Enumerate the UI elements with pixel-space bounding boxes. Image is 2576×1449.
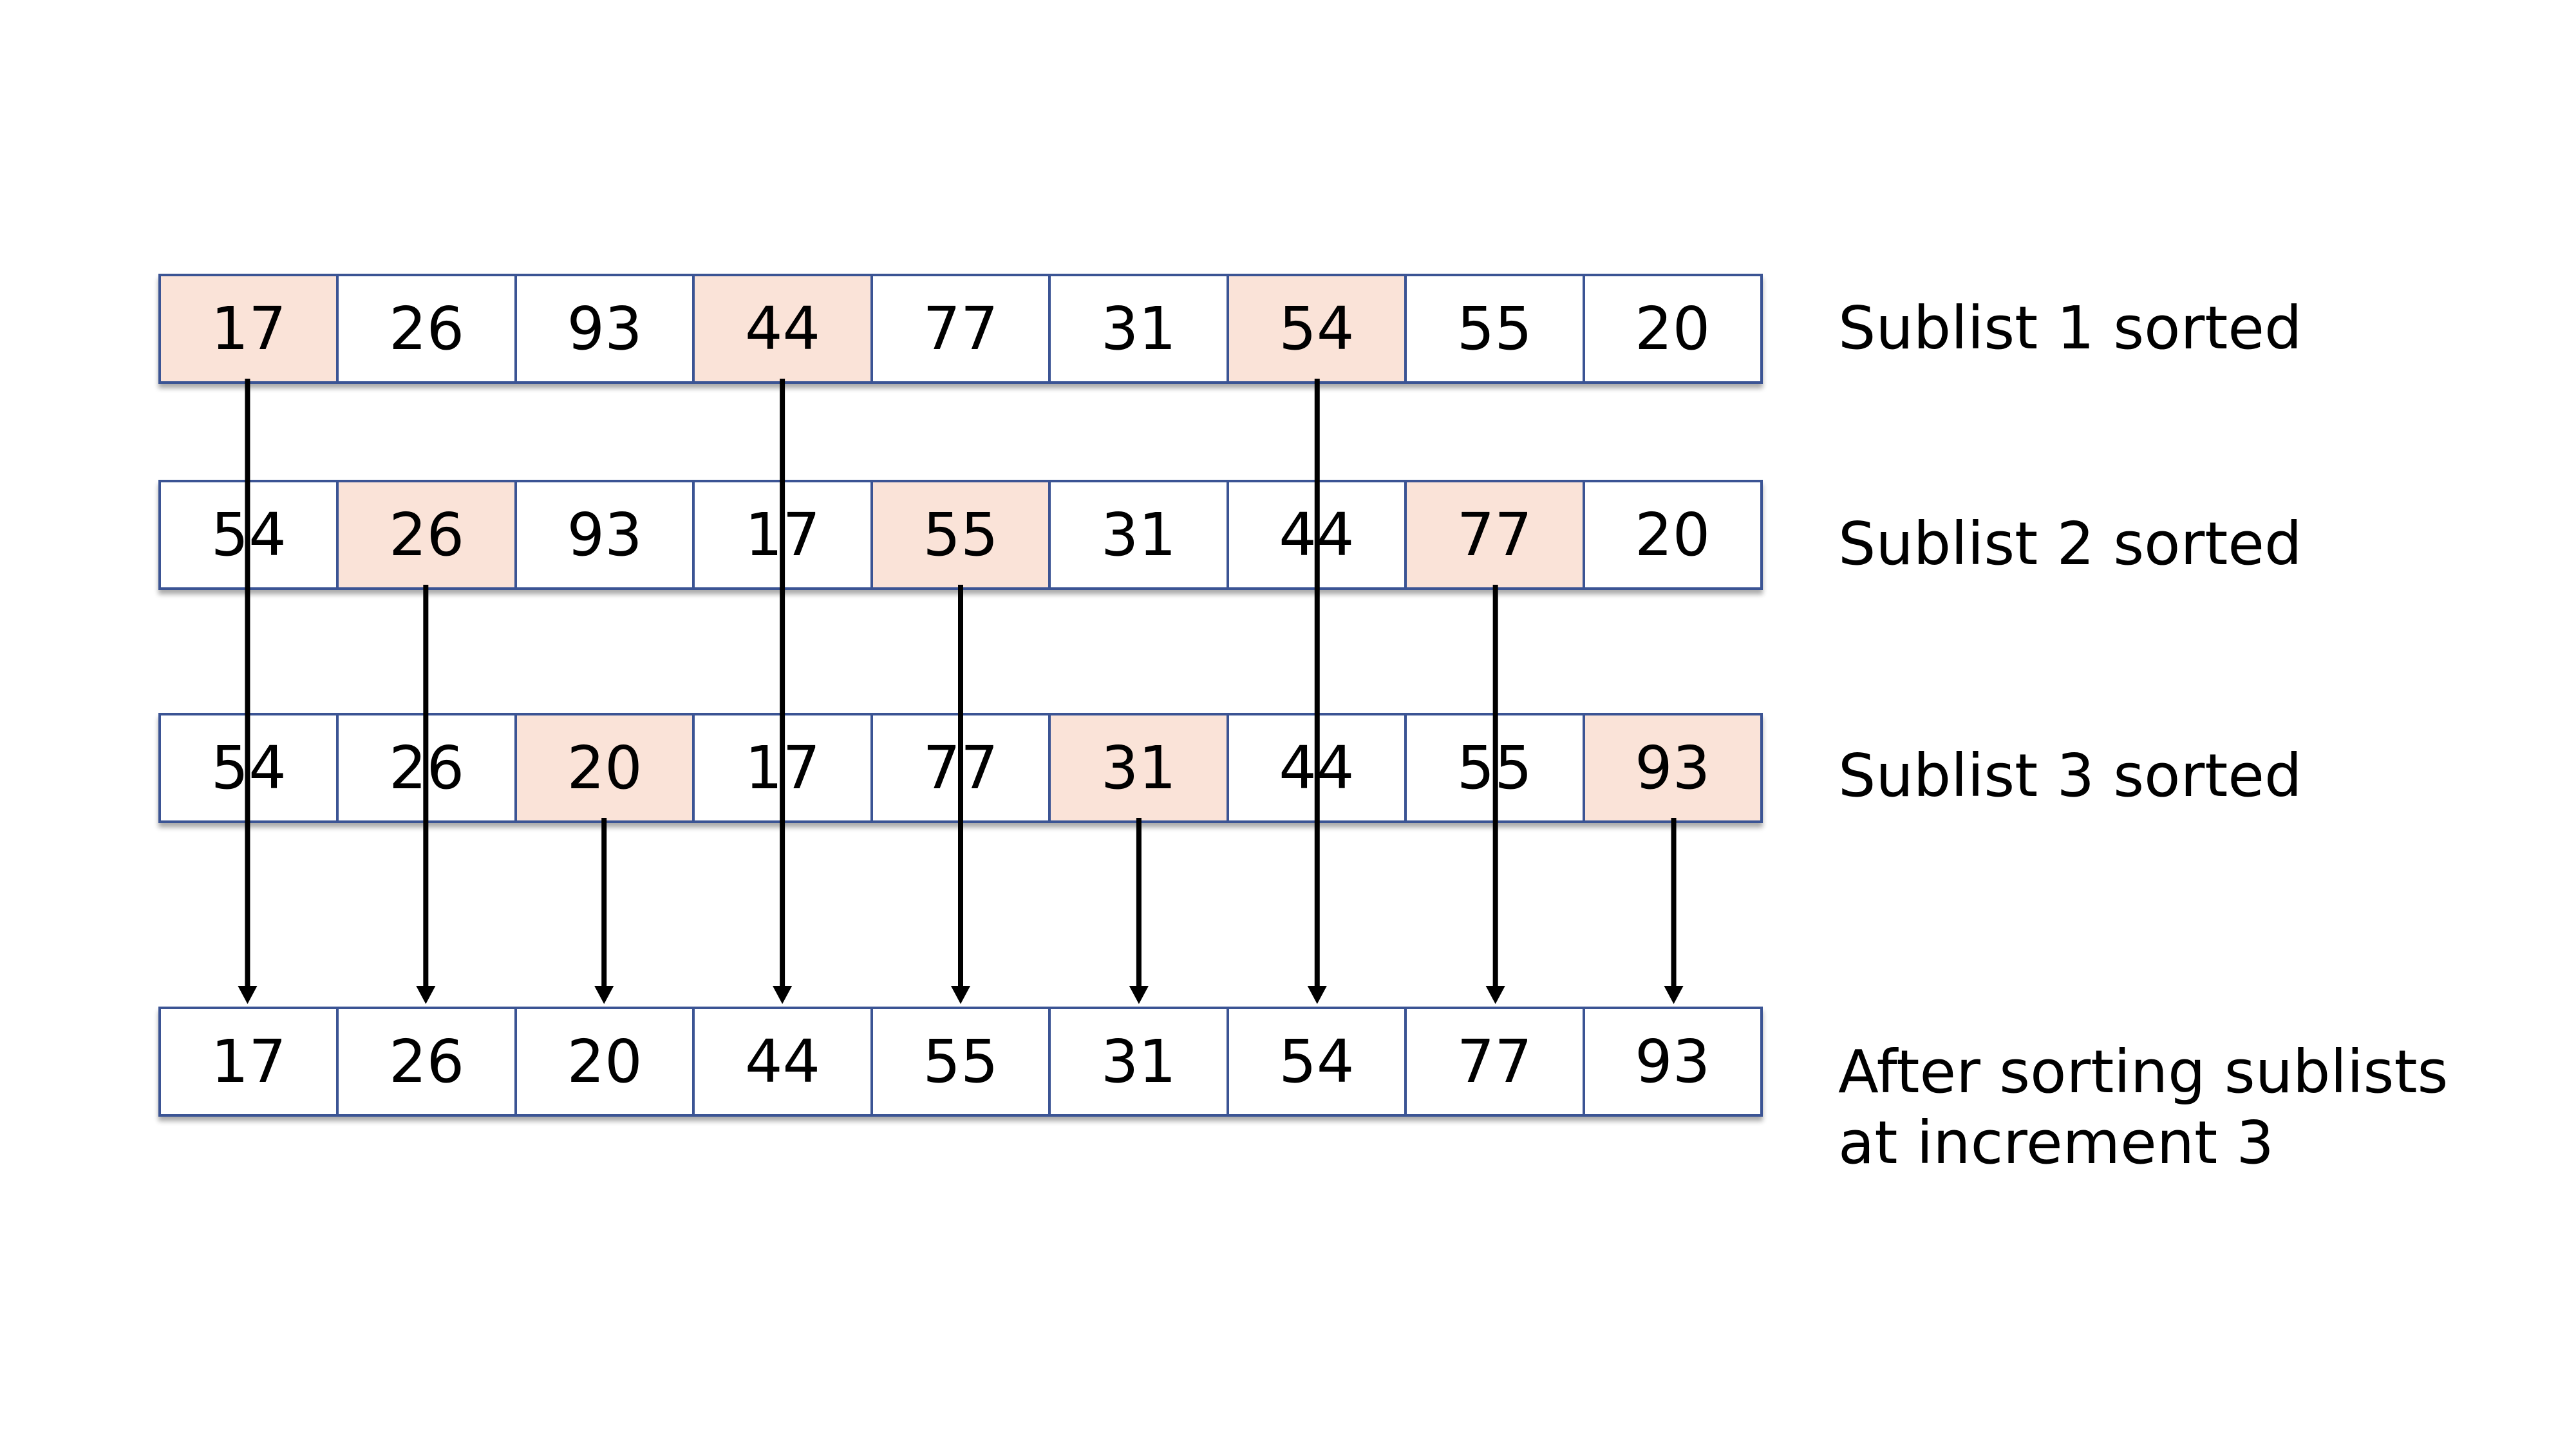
array-cell: 26	[336, 274, 517, 384]
array-cell: 44	[692, 274, 873, 384]
array-cell: 54	[158, 480, 339, 590]
array-cell: 20	[514, 713, 695, 823]
array-cell: 17	[158, 1007, 339, 1117]
sublist-3-label: Sublist 3 sorted	[1838, 741, 2302, 810]
result-label-line-2: at increment 3	[1838, 1108, 2274, 1177]
array-cell: 17	[158, 274, 339, 384]
array-cell: 93	[514, 480, 695, 590]
arrow-head	[951, 986, 970, 1004]
array-cell: 26	[336, 713, 517, 823]
array-cell: 20	[1582, 480, 1763, 590]
arrow-head	[1485, 986, 1505, 1004]
result-label-line-1: After sorting sublists	[1838, 1037, 2449, 1106]
array-cell: 44	[1226, 713, 1407, 823]
sublist-1-row: 17 26 93 44 77 31 54 55 20	[158, 274, 1763, 384]
result-label: After sorting sublists at increment 3	[1838, 1037, 2449, 1179]
array-cell: 54	[158, 713, 339, 823]
array-cell: 26	[336, 1007, 517, 1117]
sublist-2-row: 54 26 93 17 55 31 44 77 20	[158, 480, 1763, 590]
array-cell: 93	[1582, 713, 1763, 823]
array-cell: 54	[1226, 1007, 1407, 1117]
array-cell: 55	[870, 480, 1051, 590]
array-cell: 77	[870, 274, 1051, 384]
arrow-head	[416, 986, 436, 1004]
array-cell: 93	[1582, 1007, 1763, 1117]
array-cell: 77	[1404, 1007, 1585, 1117]
arrow-head	[773, 986, 793, 1004]
array-cell: 17	[692, 480, 873, 590]
array-cell: 20	[1582, 274, 1763, 384]
array-cell: 77	[1404, 480, 1585, 590]
array-cell: 17	[692, 713, 873, 823]
sublist-2-label: Sublist 2 sorted	[1838, 509, 2302, 578]
array-cell: 26	[336, 480, 517, 590]
arrow-head	[1664, 986, 1684, 1004]
array-cell: 20	[514, 1007, 695, 1117]
arrow-head	[238, 986, 258, 1004]
array-cell: 44	[1226, 480, 1407, 590]
result-row: 17 26 20 44 55 31 54 77 93	[158, 1007, 1763, 1117]
arrow-head	[1307, 986, 1327, 1004]
sublist-1-label: Sublist 1 sorted	[1838, 294, 2302, 363]
array-cell: 55	[870, 1007, 1051, 1117]
array-cell: 31	[1048, 274, 1229, 384]
sublist-3-row: 54 26 20 17 77 31 44 55 93	[158, 713, 1763, 823]
array-cell: 55	[1404, 713, 1585, 823]
array-cell: 31	[1048, 1007, 1229, 1117]
array-cell: 54	[1226, 274, 1407, 384]
arrow-head	[594, 986, 614, 1004]
array-cell: 93	[514, 274, 695, 384]
arrow-head	[1129, 986, 1149, 1004]
array-cell: 55	[1404, 274, 1585, 384]
array-cell: 44	[692, 1007, 873, 1117]
array-cell: 31	[1048, 713, 1229, 823]
array-cell: 31	[1048, 480, 1229, 590]
array-cell: 77	[870, 713, 1051, 823]
